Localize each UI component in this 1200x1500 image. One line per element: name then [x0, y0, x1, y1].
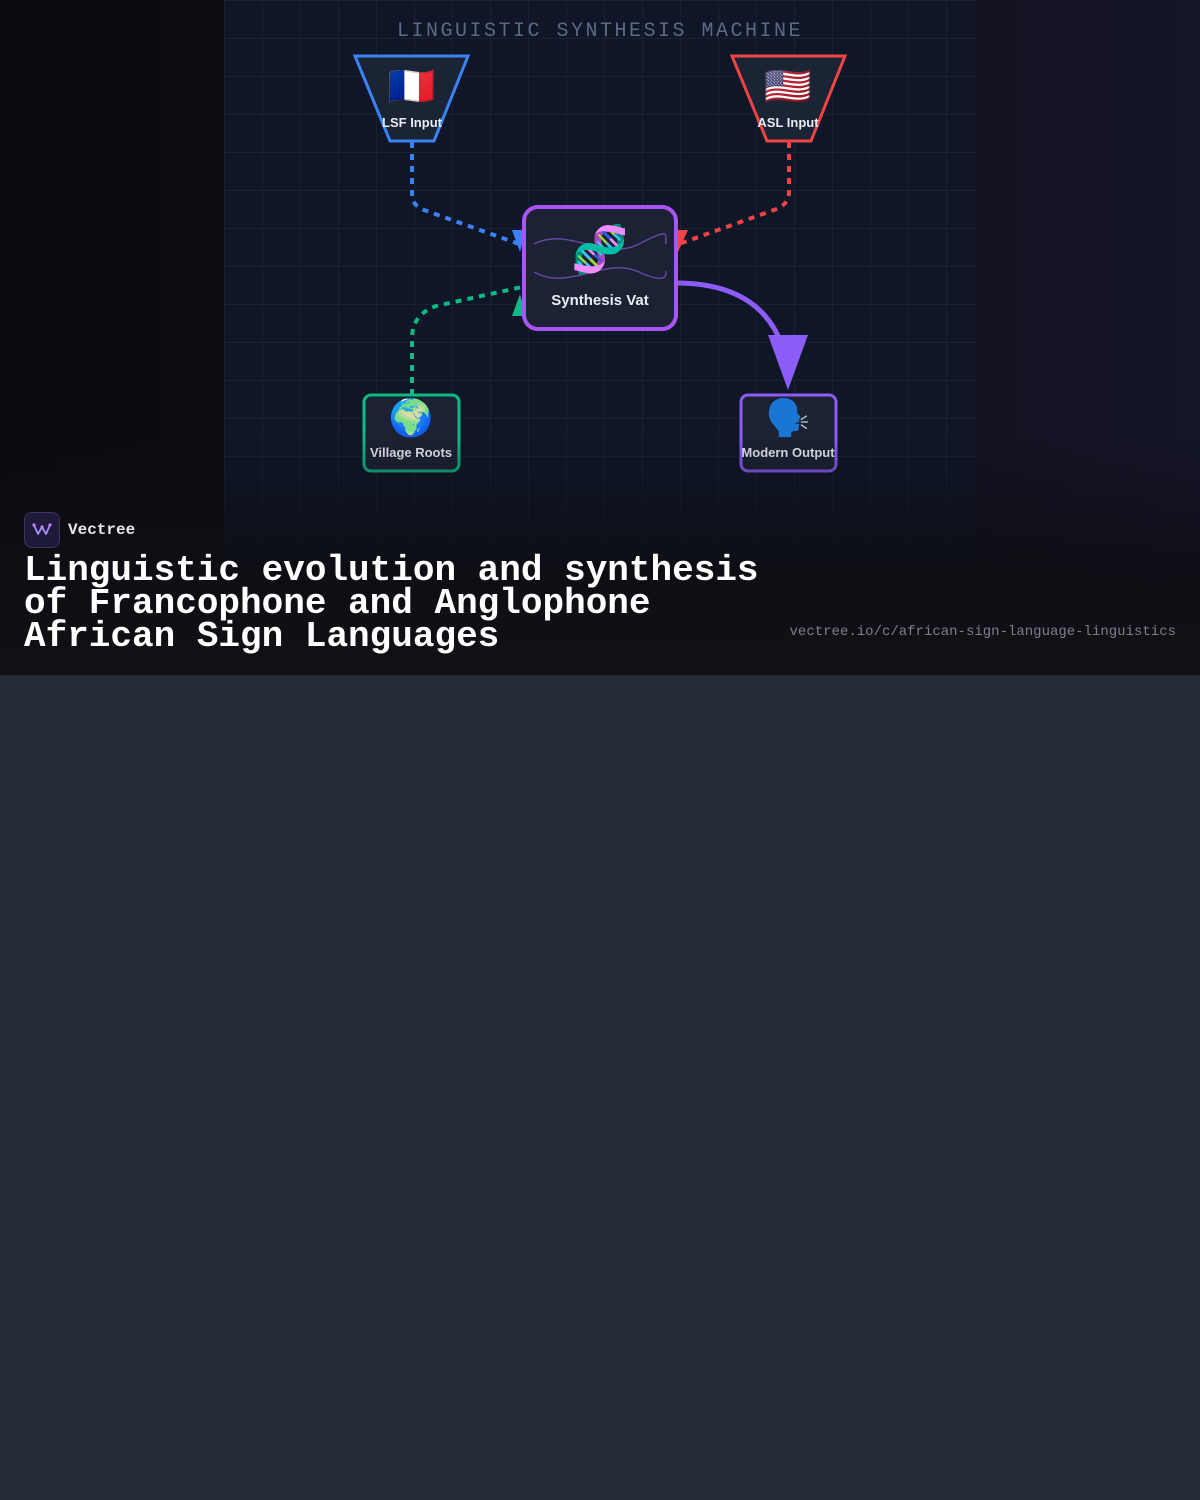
node-asl-label: ASL Input — [757, 115, 819, 130]
node-lsf-input-shape[interactable] — [352, 54, 471, 143]
diagram-title: LINGUISTIC SYNTHESIS MACHINE — [396, 20, 804, 43]
brand-name: Vectree — [68, 521, 136, 539]
node-synthesis-vat-shape[interactable] — [522, 205, 678, 331]
share-card: LINGUISTIC SYNTHESIS MACHINE — [0, 0, 1200, 675]
page-title: Linguistic evolution and synthesis of Fr… — [24, 550, 759, 657]
dna-icon: 🧬 — [571, 222, 629, 276]
edge-asl-to-vat — [675, 142, 791, 247]
node-synthesis-vat-label: Synthesis Vat — [551, 292, 649, 309]
edge-lsf-to-vat — [410, 142, 523, 247]
vectree-logo-icon — [24, 512, 60, 548]
source-url[interactable]: vectree.io/c/african-sign-language-lingu… — [789, 624, 1176, 640]
node-asl-input-shape[interactable] — [729, 54, 848, 143]
diagram-canvas — [352, 54, 848, 473]
node-modern-output-shape[interactable] — [739, 393, 838, 473]
node-village-roots-label: Village Roots — [369, 445, 453, 460]
globe-africa-icon: 🌍 — [388, 398, 434, 439]
card-footer: Vectree Linguistic evolution and synthes… — [24, 512, 1176, 657]
node-village-roots-shape[interactable] — [362, 393, 461, 473]
diagram-panel: LINGUISTIC SYNTHESIS MACHINE — [224, 0, 976, 565]
vat-wave-decoration — [533, 267, 667, 279]
arrowhead-output — [768, 335, 808, 390]
french-flag-icon: 🇫🇷 — [388, 64, 436, 108]
edge-roots-to-vat — [410, 285, 523, 395]
node-lsf-label: LSF Input — [382, 115, 442, 130]
us-flag-icon: 🇺🇸 — [764, 64, 812, 108]
edge-vat-to-output — [675, 280, 785, 346]
vat-wave-decoration — [533, 233, 667, 250]
node-modern-output-label: Modern Output — [741, 445, 835, 460]
speaking-head-icon: 🗣️ — [765, 398, 811, 439]
brand[interactable]: Vectree — [24, 512, 1176, 548]
